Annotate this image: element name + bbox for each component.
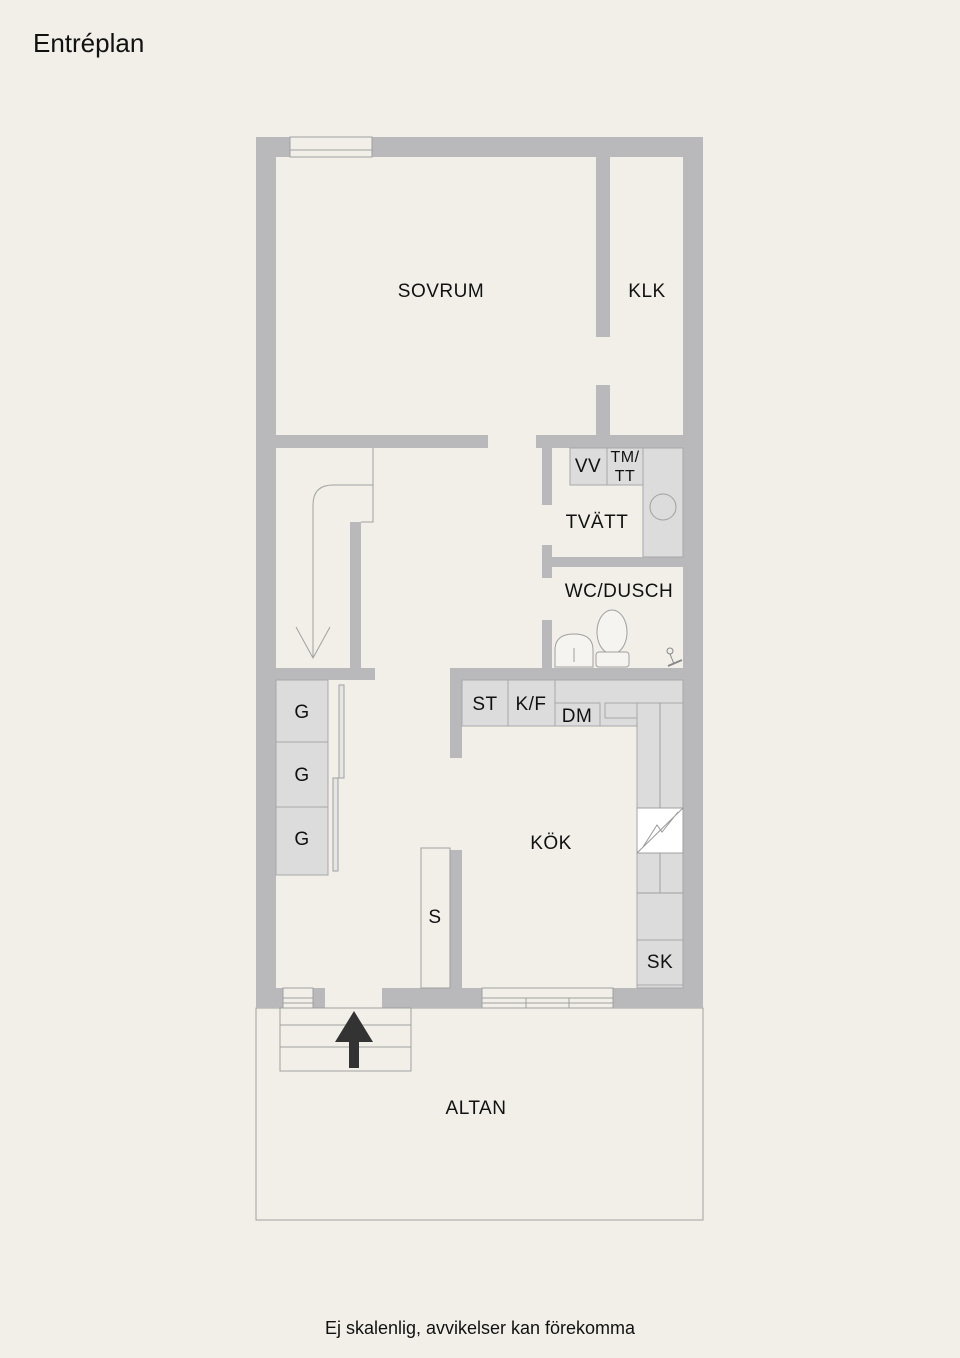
sink-basin [604,702,639,719]
label-g3: G [294,829,309,850]
room-label-kok: KÖK [530,833,572,854]
windows [282,136,614,1009]
label-s: S [428,907,441,928]
room-label-sovrum: SOVRUM [398,281,484,302]
s-cabinet [420,847,451,989]
label-dm: DM [562,706,593,727]
label-vv: VV [575,456,601,477]
label-sk: SK [647,952,673,973]
room-label-klk: KLK [628,281,665,302]
shower-icon [666,647,683,667]
drain-icon [649,493,677,521]
sk-fixture [636,939,684,986]
label-st: ST [472,694,497,715]
toilet-icon [595,609,630,668]
wardrobe-door [338,684,345,779]
staircase [295,448,374,660]
entrance-arrow-icon [335,1011,373,1068]
stove-symbol-icon [636,807,684,854]
interior-floor [276,157,683,988]
label-g2: G [294,765,309,786]
walls [256,137,703,1008]
label-tt: TT [615,468,636,485]
tm-tt-fixture [606,447,644,486]
wardrobe-2 [275,741,329,808]
st-fixture [461,679,509,727]
label-g1: G [294,702,309,723]
wardrobe-3 [275,806,329,876]
wardrobe-door [332,777,339,872]
wardrobe-1 [275,679,329,743]
plan-title: Entréplan [33,28,145,58]
room-label-wc: WC/DUSCH [565,581,674,602]
disclaimer: Ej skalenlig, avvikelser kan förekomma [324,1318,636,1338]
label-tm: TM/ [610,449,639,466]
laundry-counter [642,447,684,558]
sink-icon [554,633,594,668]
label-kf: K/F [515,694,546,715]
room-label-altan: ALTAN [446,1098,507,1119]
room-label-tvatt: TVÄTT [566,512,629,533]
dm-fixture [554,702,601,727]
